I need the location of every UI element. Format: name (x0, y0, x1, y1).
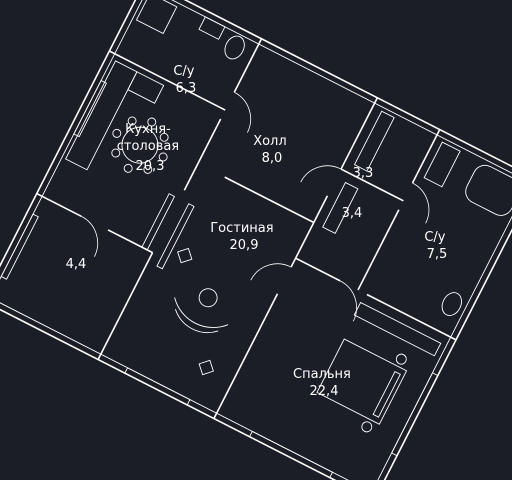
window-living (124, 367, 191, 406)
wall-kitchen-living (183, 118, 222, 191)
dining-table (121, 126, 159, 164)
wall-bath-hall (233, 38, 263, 93)
wall-closet-2 (411, 129, 441, 184)
plant (177, 247, 193, 264)
window-bedroom-side (391, 372, 439, 457)
chair (127, 116, 137, 126)
nightstand (361, 421, 373, 433)
chair (112, 128, 122, 138)
kitchen-name-line-1: Кухня- (125, 122, 171, 137)
wall-bath-kitchen (109, 50, 226, 111)
chair (123, 163, 133, 173)
door-arc-bath2 (412, 182, 430, 224)
room-label-bath-1: С/у 6,3 (173, 64, 198, 96)
room-label-closet-2: 3,4 (342, 206, 363, 221)
wall-closet-1 (340, 168, 404, 202)
toilet-bath2 (441, 292, 462, 316)
tv-stand (156, 203, 195, 270)
wardrobe-bedroom (353, 301, 442, 357)
wall-living-bedroom-2 (213, 293, 279, 419)
plant (198, 359, 214, 376)
room-label-hall: Холл 8,0 (253, 134, 291, 166)
door-arc-balcony (81, 215, 99, 257)
shower-bath1 (135, 0, 178, 35)
chair (147, 117, 157, 127)
chair (143, 164, 153, 174)
window-kitchen (73, 79, 108, 138)
nightstand (395, 353, 407, 365)
chair (158, 152, 168, 162)
wall-hall-closet (340, 97, 379, 170)
room-label-bath-2: С/у 7,5 (424, 230, 449, 262)
door-arc-living (250, 263, 292, 281)
chair (111, 148, 121, 158)
kitchen-stove (127, 71, 165, 104)
kitchen-name-line-2: столовая (117, 139, 179, 154)
bathtub-bath2 (465, 164, 512, 216)
sink-bath2 (423, 141, 461, 188)
wall-bath2 (357, 209, 400, 291)
coffee-table (198, 288, 218, 308)
wall-bedroom-2 (366, 293, 457, 341)
window-balcony (0, 213, 39, 280)
room-label-balcony: 4,4 (66, 257, 87, 272)
room-labels: С/у 6,3 Кухня- столовая 20,3 Холл 8,0 3,… (66, 64, 449, 399)
room-label-living: Гостиная 20,9 (210, 221, 277, 253)
sink-bath1 (198, 16, 226, 40)
window-bedroom (248, 430, 334, 479)
window-balcony-living (141, 193, 176, 251)
room-label-kitchen: Кухня- столовая 20,3 (117, 122, 184, 174)
room-label-closet-1: 3,3 (353, 166, 374, 181)
sofa (174, 297, 229, 328)
wall-balcony-1 (36, 192, 82, 217)
wall-bedroom-1 (295, 257, 341, 282)
wall-balcony-living (97, 252, 154, 360)
kitchen-counter (65, 60, 138, 171)
room-label-bedroom: Спальня 22,4 (293, 367, 355, 399)
wall-living-bedroom-1 (290, 195, 329, 268)
wall-hall-living (224, 176, 315, 224)
bed (316, 338, 408, 425)
door-arc-kitchen (234, 91, 252, 133)
sofa-inner (174, 308, 219, 333)
closet-shelf-2 (322, 181, 359, 235)
bed-headboard (372, 371, 401, 418)
door-arc-closet (300, 165, 342, 183)
toilet-bath1 (224, 35, 245, 60)
closet-shelf-1 (353, 110, 395, 172)
door-arc-bedroom (340, 280, 357, 322)
chair (159, 132, 169, 142)
